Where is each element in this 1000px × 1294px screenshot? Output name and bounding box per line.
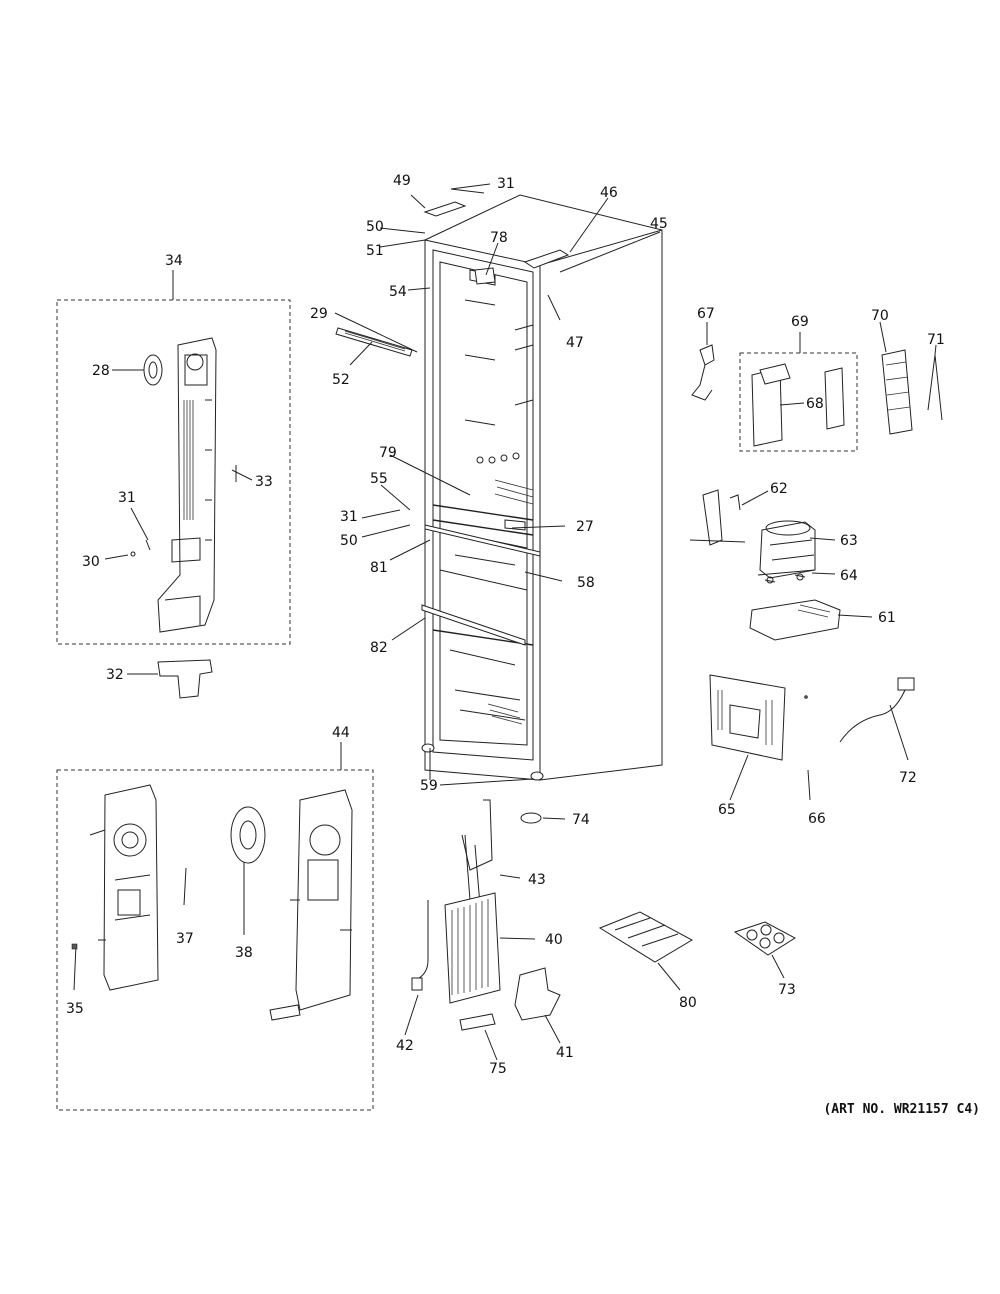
- label-38: 38: [235, 945, 253, 961]
- part-32-bracket: [127, 659, 213, 699]
- label-69: 69: [791, 314, 809, 330]
- label-51: 51: [366, 243, 384, 259]
- part-52-strip: [335, 327, 413, 357]
- part-74-plug: [520, 812, 566, 824]
- label-68: 68: [806, 396, 824, 412]
- label-67: 67: [697, 306, 715, 322]
- part-62-bracket: [689, 489, 769, 546]
- part-65-cover: [709, 674, 811, 801]
- leader-lines: [334, 194, 661, 786]
- label-81: 81: [370, 560, 388, 576]
- label-44: 44: [332, 725, 350, 741]
- label-41: 41: [556, 1045, 574, 1061]
- part-67-clip: [691, 322, 715, 401]
- part-78-block: [474, 267, 496, 285]
- label-62: 62: [770, 481, 788, 497]
- label-66: 66: [808, 811, 826, 827]
- label-49: 49: [393, 173, 411, 189]
- part-35-screw: [71, 943, 78, 991]
- label-58: 58: [577, 575, 595, 591]
- label-55: 55: [370, 471, 388, 487]
- label-42: 42: [396, 1038, 414, 1054]
- label-72: 72: [899, 770, 917, 786]
- part-70-panel: [879, 321, 913, 435]
- label-30: 30: [82, 554, 100, 570]
- label-61: 61: [878, 610, 896, 626]
- part-44-cover-left: [89, 784, 159, 991]
- label-40: 40: [545, 932, 563, 948]
- label-70: 70: [871, 308, 889, 324]
- part-33-screw: [231, 465, 253, 482]
- part-28-fan: [112, 354, 163, 386]
- label-82: 82: [370, 640, 388, 656]
- label-31-left: 31: [118, 490, 136, 506]
- label-33: 33: [255, 474, 273, 490]
- label-46: 46: [600, 185, 618, 201]
- assembly-box-69: [739, 352, 858, 452]
- assembly-box-44: [56, 769, 374, 1111]
- label-74: 74: [572, 812, 590, 828]
- label-37: 37: [176, 931, 194, 947]
- label-50-top: 50: [366, 219, 384, 235]
- label-52: 52: [332, 372, 350, 388]
- art-number: (ART NO. WR21157 C4): [823, 1102, 980, 1117]
- part-34-duct: [157, 337, 217, 633]
- label-71: 71: [927, 332, 945, 348]
- part-73-egg-tray: [733, 921, 796, 979]
- label-27: 27: [576, 519, 594, 535]
- part-43-heater: [461, 799, 521, 906]
- part-71-wire: [927, 344, 943, 421]
- part-61-tray: [749, 599, 873, 641]
- label-45: 45: [650, 216, 668, 232]
- label-79: 79: [379, 445, 397, 461]
- part-72-cord: [839, 677, 915, 761]
- label-65: 65: [718, 802, 736, 818]
- part-41-drain: [514, 967, 561, 1044]
- label-34: 34: [165, 253, 183, 269]
- label-43: 43: [528, 872, 546, 888]
- part-68-control-box: [751, 363, 845, 447]
- part-82-rail: [421, 604, 526, 646]
- label-32: 32: [106, 667, 124, 683]
- label-28: 28: [92, 363, 110, 379]
- label-73: 73: [778, 982, 796, 998]
- label-80: 80: [679, 995, 697, 1011]
- label-54: 54: [389, 284, 407, 300]
- label-50-mid: 50: [340, 533, 358, 549]
- label-47: 47: [566, 335, 584, 351]
- assembly-box-34: [56, 299, 291, 645]
- part-42-tube: [404, 900, 429, 1036]
- part-40-evaporator: [444, 892, 536, 1004]
- part-38-fan: [230, 806, 266, 935]
- part-46-hinge: [523, 249, 570, 269]
- part-63-compressor: [759, 520, 836, 579]
- label-78: 78: [490, 230, 508, 246]
- label-31-mid: 31: [340, 509, 358, 525]
- part-37-rod: [183, 867, 187, 906]
- label-63: 63: [840, 533, 858, 549]
- label-29: 29: [310, 306, 328, 322]
- label-35: 35: [66, 1001, 84, 1017]
- part-80-ice-tray: [598, 911, 694, 991]
- part-31-30-screws: [104, 507, 151, 560]
- part-81-rail: [424, 524, 541, 557]
- part-44-cover-right: [269, 789, 353, 1021]
- label-31-top: 31: [497, 176, 515, 192]
- part-64-base: [757, 569, 836, 584]
- label-75: 75: [489, 1061, 507, 1077]
- part-49-hinge: [423, 183, 491, 217]
- label-59: 59: [420, 778, 438, 794]
- part-cabinet: [421, 194, 663, 781]
- label-64: 64: [840, 568, 858, 584]
- part-75-bracket: [459, 1013, 498, 1061]
